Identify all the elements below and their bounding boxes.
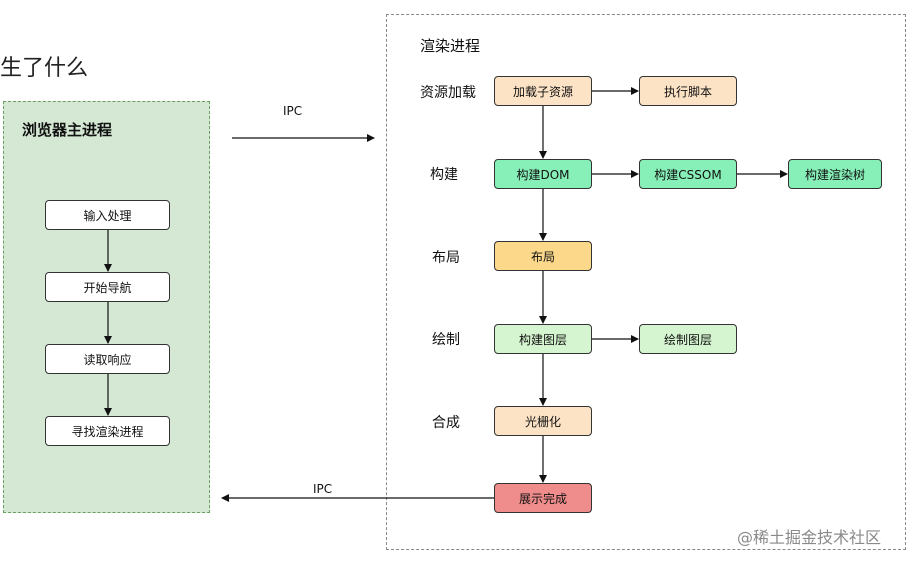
step-input-handling: 输入处理 <box>45 200 170 230</box>
watermark: @稀土掘金技术社区 <box>737 528 882 547</box>
stage-label-build: 构建 <box>430 167 458 183</box>
renderer-process-panel <box>386 14 906 550</box>
node-build-render-tree: 构建渲染树 <box>788 159 882 189</box>
node-load-subresource: 加载子资源 <box>494 76 592 106</box>
node-build-dom: 构建DOM <box>494 159 592 189</box>
main-process-title: 浏览器主进程 <box>22 121 113 139</box>
renderer-process-title: 渲染进程 <box>420 37 481 55</box>
page-heading: 生了什么 <box>0 56 89 81</box>
node-paint-layers: 绘制图层 <box>639 324 737 354</box>
ipc-label-to-renderer: IPC <box>283 104 303 118</box>
node-layout: 布局 <box>494 241 592 271</box>
stage-label-paint: 绘制 <box>432 332 460 348</box>
node-build-cssom: 构建CSSOM <box>639 159 737 189</box>
stage-label-layout: 布局 <box>432 250 460 266</box>
stage-label-composite: 合成 <box>432 415 460 431</box>
node-rasterize: 光栅化 <box>494 406 592 436</box>
node-display-done: 展示完成 <box>494 483 592 513</box>
node-build-layers: 构建图层 <box>494 324 592 354</box>
stage-label-resource-loading: 资源加载 <box>420 85 476 101</box>
browser-main-process-panel <box>3 101 210 513</box>
node-run-script: 执行脚本 <box>639 76 737 106</box>
step-read-response: 读取响应 <box>45 344 170 374</box>
step-find-renderer: 寻找渲染进程 <box>45 416 170 446</box>
ipc-label-to-main: IPC <box>313 482 333 496</box>
step-start-navigation: 开始导航 <box>45 272 170 302</box>
